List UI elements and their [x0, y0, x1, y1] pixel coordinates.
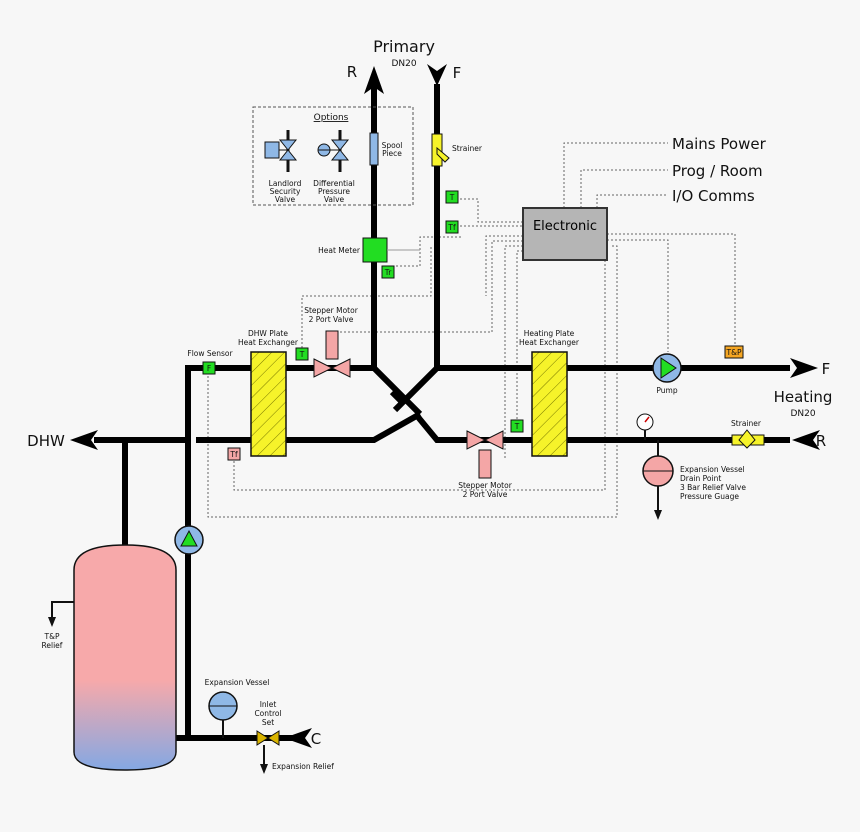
- expansion-relief-arrow: [260, 764, 268, 774]
- mains-power-label: Mains Power: [672, 135, 767, 153]
- heat-meter-label: Heat Meter: [318, 246, 361, 255]
- stepper-valve-bottom: [466, 430, 504, 479]
- heating-heat-exchanger: [531, 351, 568, 457]
- stepper-valve-top: [313, 330, 351, 378]
- primary-title: Primary: [373, 37, 435, 56]
- landlord-label-2: Security: [270, 187, 301, 196]
- svg-text:Tf: Tf: [447, 223, 456, 232]
- heating-expansion-vessel: [642, 455, 674, 487]
- svg-text:T: T: [449, 193, 455, 202]
- control-wiring: [207, 142, 736, 518]
- dhw-arrow: [70, 430, 98, 450]
- primary-return-arrow: [364, 66, 384, 94]
- inlet-label-1: Inlet: [260, 700, 277, 709]
- tp-relief-label-1: T&P: [44, 632, 60, 641]
- expansion-vessel-label: Expansion Vessel: [205, 678, 270, 687]
- dhw-circulation-pump: [174, 525, 204, 555]
- primary-flow-temp-sensor: T: [445, 190, 459, 204]
- dhw-heat-exchanger: [250, 351, 287, 457]
- io-comms-label: I/O Comms: [672, 187, 755, 205]
- landlord-label-3: Valve: [275, 195, 296, 204]
- pipework: [94, 82, 790, 741]
- dhw-label: DHW: [27, 432, 65, 450]
- flow-sensor: F: [202, 361, 216, 375]
- heating-return-label: R: [816, 432, 826, 450]
- heating-size: DN20: [790, 409, 815, 419]
- svg-text:F: F: [207, 364, 211, 373]
- inlet-control-valve: [256, 730, 280, 746]
- svg-text:Tf: Tf: [229, 450, 238, 459]
- landlord-security-valve: [264, 130, 298, 172]
- svg-text:Tr: Tr: [384, 268, 392, 277]
- heating-flow-arrow: [790, 358, 818, 378]
- heating-exp-label-1: Expansion Vessel: [680, 465, 745, 474]
- primary-flow-arrow: [427, 64, 447, 86]
- tp-relief-arrow: [48, 617, 56, 627]
- landlord-label-1: Landlord: [269, 179, 302, 188]
- options-title: Options: [314, 113, 349, 123]
- dhw-temp-sensor: T: [295, 347, 309, 361]
- primary-size: DN20: [391, 59, 416, 69]
- electronic-controller: Electronic: [522, 207, 608, 261]
- inlet-label-3: Set: [262, 718, 274, 727]
- diff-label-1: Differential: [313, 179, 355, 188]
- pressure-gauge: [636, 413, 654, 440]
- primary-flow-label: F: [453, 64, 462, 82]
- stepper-bottom-label-2: 2 Port Valve: [463, 490, 508, 499]
- heating-title: Heating: [774, 388, 833, 406]
- stepper-top-label-2: 2 Port Valve: [309, 315, 354, 324]
- options-box: Options Landlord Security Valve Differen…: [252, 106, 414, 206]
- cold-label: C: [311, 730, 321, 748]
- flow-sensor-label: Flow Sensor: [187, 349, 233, 358]
- tp-relief-label-2: Relief: [42, 641, 63, 650]
- svg-text:T&P: T&P: [726, 348, 742, 357]
- hot-water-cylinder: [73, 544, 177, 771]
- differential-pressure-valve: [317, 130, 350, 172]
- heating-strainer-label: Strainer: [731, 419, 762, 428]
- primary-return-label: R: [347, 63, 357, 81]
- heat-meter-tr-sensor: Tr: [381, 265, 395, 279]
- svg-text:T: T: [514, 422, 520, 431]
- dhw-expansion-vessel: [208, 691, 238, 738]
- heating-hx-label-1: Heating Plate: [524, 329, 575, 338]
- heating-drain-arrow: [654, 510, 662, 520]
- heating-exp-label-4: Pressure Guage: [680, 492, 739, 501]
- tp-sensor: T&P: [724, 345, 744, 359]
- flow-arrows: [70, 64, 820, 748]
- stepper-bottom-label-1: Stepper Motor: [458, 481, 513, 490]
- primary-strainer: [431, 133, 450, 167]
- heating-return-arrow: [792, 430, 820, 450]
- heating-temp-sensor: T: [510, 419, 524, 433]
- electronic-label: Electronic: [533, 219, 597, 234]
- heating-strainer: [731, 429, 765, 449]
- heating-hx-label-2: Heat Exchanger: [519, 338, 580, 347]
- inlet-label-2: Control: [254, 709, 281, 718]
- stepper-top-label-1: Stepper Motor: [304, 306, 359, 315]
- spool-label-2: Piece: [382, 149, 402, 158]
- pump-label: Pump: [656, 386, 677, 395]
- heating-exp-label-2: Drain Point: [680, 474, 721, 483]
- primary-strainer-label: Strainer: [452, 144, 483, 153]
- dhw-tf-sensor: Tf: [227, 447, 241, 461]
- expansion-relief-label: Expansion Relief: [272, 762, 334, 771]
- heating-exp-label-3: 3 Bar Relief Valve: [680, 483, 746, 492]
- cold-arrow: [284, 728, 312, 748]
- heating-pump: [652, 353, 682, 383]
- dhw-hx-label-1: DHW Plate: [248, 329, 288, 338]
- primary-tf-sensor: Tf: [445, 220, 459, 234]
- heat-meter: [362, 237, 388, 263]
- spool-label-1: Spool: [382, 141, 403, 150]
- svg-text:T: T: [299, 350, 305, 359]
- diff-label-2: Pressure: [318, 187, 350, 196]
- diff-label-3: Valve: [324, 195, 345, 204]
- heating-flow-label: F: [822, 360, 831, 378]
- prog-room-label: Prog / Room: [672, 162, 763, 180]
- spool-piece: [369, 132, 379, 166]
- dhw-hx-label-2: Heat Exchanger: [238, 338, 299, 347]
